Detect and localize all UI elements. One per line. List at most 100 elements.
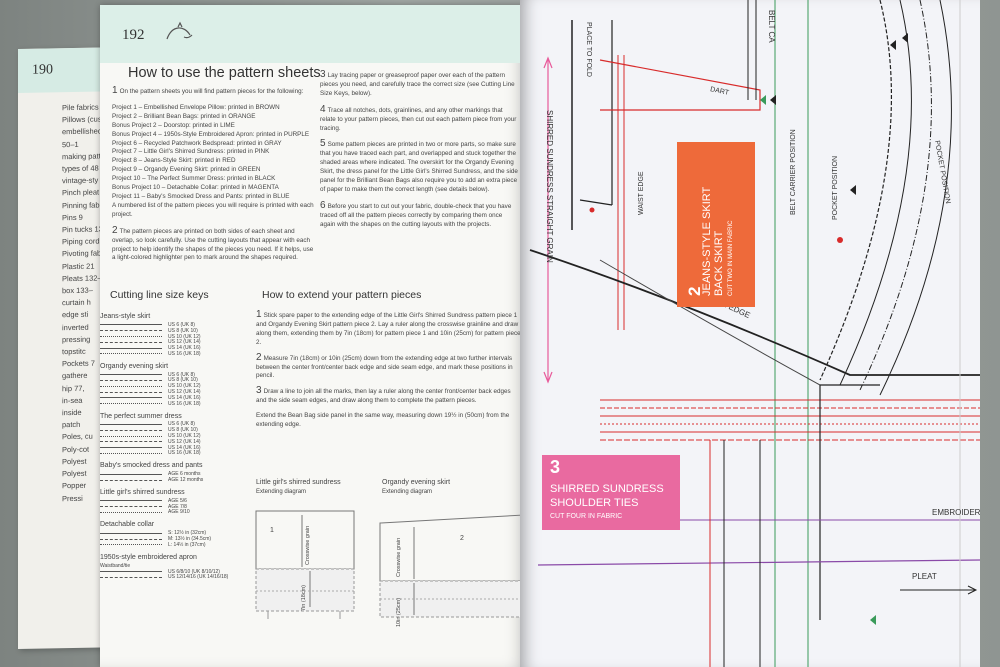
size-key-row: US 12 (UK 14) <box>100 339 250 345</box>
size-key-line <box>100 385 162 387</box>
size-key-row: AGE 7/8 <box>100 504 250 510</box>
size-key-line <box>100 403 162 405</box>
size-key-label: US 14 (UK 16) <box>168 394 201 401</box>
diagram-2-piece: 2 <box>460 535 464 542</box>
extend-heading: How to extend your pattern pieces <box>262 289 422 301</box>
size-key-label: US 10 (UK 12) <box>168 433 201 440</box>
size-key-line <box>100 479 162 481</box>
size-key-row: US 12 (UK 14) <box>100 439 250 445</box>
size-key-line <box>100 330 162 332</box>
size-key-row: US 12/14/16 (UK 14/16/18) <box>100 574 250 581</box>
size-key-label: US 6 (UK 8) <box>168 421 195 428</box>
size-key-line <box>100 429 162 431</box>
page-title: How to use the pattern sheets <box>128 65 321 81</box>
size-key-row: AGE 6 months <box>100 471 250 477</box>
extend-step-1: Stick spare paper to the extending edge … <box>256 312 521 346</box>
size-key-label: AGE 7/8 <box>168 503 187 510</box>
size-key-row: US 10 (UK 12) <box>100 383 250 389</box>
diagram-2-grain: Crosswise grain <box>396 537 402 577</box>
project-list: Project 1 – Embellished Envelope Pillow:… <box>112 104 317 202</box>
project-entry: Bonus Project 10 – Detachable Collar: pr… <box>112 184 279 192</box>
step-6-text: Before you start to cut out your fabric,… <box>320 202 512 228</box>
waist-edge-label: WAIST EDGE <box>638 171 645 215</box>
size-key-row: US 10 (UK 12) <box>100 334 250 340</box>
size-key-label: US 8 (UK 10) <box>168 377 198 384</box>
size-key-label: US 12 (UK 14) <box>168 389 201 396</box>
size-key-label: US 12 (UK 14) <box>168 339 201 346</box>
project-entry: Project 7 – Little Girl's Shirred Sundre… <box>112 148 270 156</box>
size-key-line <box>100 423 162 425</box>
page-header-band <box>100 5 528 63</box>
size-key-row: US 16 (UK 18) <box>100 351 250 357</box>
size-key-line <box>100 473 162 475</box>
size-key-line <box>100 435 162 437</box>
waistband-note: Waistband/tie <box>100 562 131 569</box>
size-key-line <box>100 391 162 393</box>
diagram-2-title: Organdy evening skirt <box>382 479 451 486</box>
cat-emblem-icon <box>166 21 193 40</box>
size-key-line <box>100 379 162 381</box>
project-entry: Project 11 – Baby's Smocked Dress and Pa… <box>112 192 290 200</box>
project-entry: Bonus Project 4 – 1950s-Style Embroidere… <box>112 130 310 138</box>
size-key-label: US 12 (UK 14) <box>168 438 201 445</box>
size-key-line <box>100 571 162 573</box>
size-key-line <box>100 576 162 578</box>
size-key-row: US 8 (UK 10) <box>100 328 250 334</box>
jeans-piece-number: 2 <box>685 286 704 296</box>
place-to-fold-label: PLACE TO FOLD <box>585 22 592 77</box>
jeans-skirt-label-text: 2 JEANS-STYLE SKIRT BACK SKIRT CUT TWO I… <box>685 186 737 296</box>
project-entry: Project 9 – Organdy Evening Skirt: print… <box>112 166 261 174</box>
size-key-label: S: 12½ in (32cm) <box>168 530 207 537</box>
straight-grain-label: SHIRRED SUNDRESS STRAIGHT GRAIN <box>545 110 554 263</box>
embroider-label: EMBROIDER <box>932 508 980 517</box>
jeans-title-1: JEANS-STYLE SKIRT <box>701 186 713 296</box>
shoulder-title-2: SHOULDER TIES <box>550 497 639 509</box>
size-key-label: US 8 (UK 10) <box>168 327 198 334</box>
size-key-line <box>100 441 162 443</box>
size-key-title: Detachable collar <box>100 521 155 529</box>
size-key-row: US 6 (UK 8) <box>100 421 250 428</box>
step-4-text: Trace all notches, dots, grainlines, and… <box>320 106 517 132</box>
project-entry: Bonus Project 2 – Doorstop: printed in L… <box>112 121 235 129</box>
back-page-number: 190 <box>32 62 53 78</box>
shoulder-ties-label-box: 3 SHIRRED SUNDRESS SHOULDER TIES CUT FOU… <box>542 455 680 530</box>
project-entry: Project 2 – Brilliant Bean Bags: printed… <box>112 112 256 120</box>
size-key-line <box>100 341 162 343</box>
size-key-line <box>100 335 162 337</box>
pattern-lines <box>529 0 980 667</box>
size-key-line <box>100 532 162 534</box>
size-key-row: US 6/8/10 (UK 8/10/12) <box>100 569 250 575</box>
size-key-label: US 6 (UK 8) <box>168 371 195 378</box>
size-key-row: L: 14½ in (37cm) <box>100 542 250 548</box>
size-keys-heading: Cutting line size keys <box>110 289 209 301</box>
size-key-label: US 16 (UK 18) <box>168 400 201 407</box>
size-key-row: US 16 (UK 18) <box>100 401 250 407</box>
jeans-cut-instruction: CUT TWO IN MAIN FABRIC <box>728 220 734 296</box>
size-key-row: US 12 (UK 14) <box>100 389 250 395</box>
size-key-label: US 10 (UK 12) <box>168 383 201 390</box>
size-key-label: L: 14½ in (37cm) <box>168 541 206 548</box>
step-3-text: Lay tracing paper or greaseproof paper o… <box>320 72 515 97</box>
extend-step-3: Draw a line to join all the marks, then … <box>256 388 511 405</box>
size-key-label: US 14 (UK 16) <box>168 444 201 451</box>
shoulder-cut-instruction: CUT FOUR IN FABRIC <box>550 513 623 520</box>
size-key-row: US 10 (UK 12) <box>100 433 250 439</box>
size-key-title: 1950s-style embroidered apron <box>100 553 197 561</box>
size-key-label: AGE 9/10 <box>168 509 190 516</box>
size-key-row: US 14 (UK 16) <box>100 345 250 351</box>
size-key-label: M: 13½ in (34.5cm) <box>168 536 212 543</box>
size-key-label: US 12/14/16 (UK 14/16/18) <box>168 574 229 581</box>
jeans-title-2: BACK SKIRT <box>713 230 725 296</box>
size-key-label: AGE 6 months <box>168 471 201 478</box>
size-key-row: US 6 (UK 8) <box>100 322 250 328</box>
size-key-line <box>100 397 162 399</box>
size-key-label: US 16 (UK 18) <box>168 350 201 357</box>
size-key-row: US 14 (UK 16) <box>100 445 250 451</box>
diagram-1-sundress <box>255 510 355 619</box>
size-key-row: US 14 (UK 16) <box>100 395 250 401</box>
